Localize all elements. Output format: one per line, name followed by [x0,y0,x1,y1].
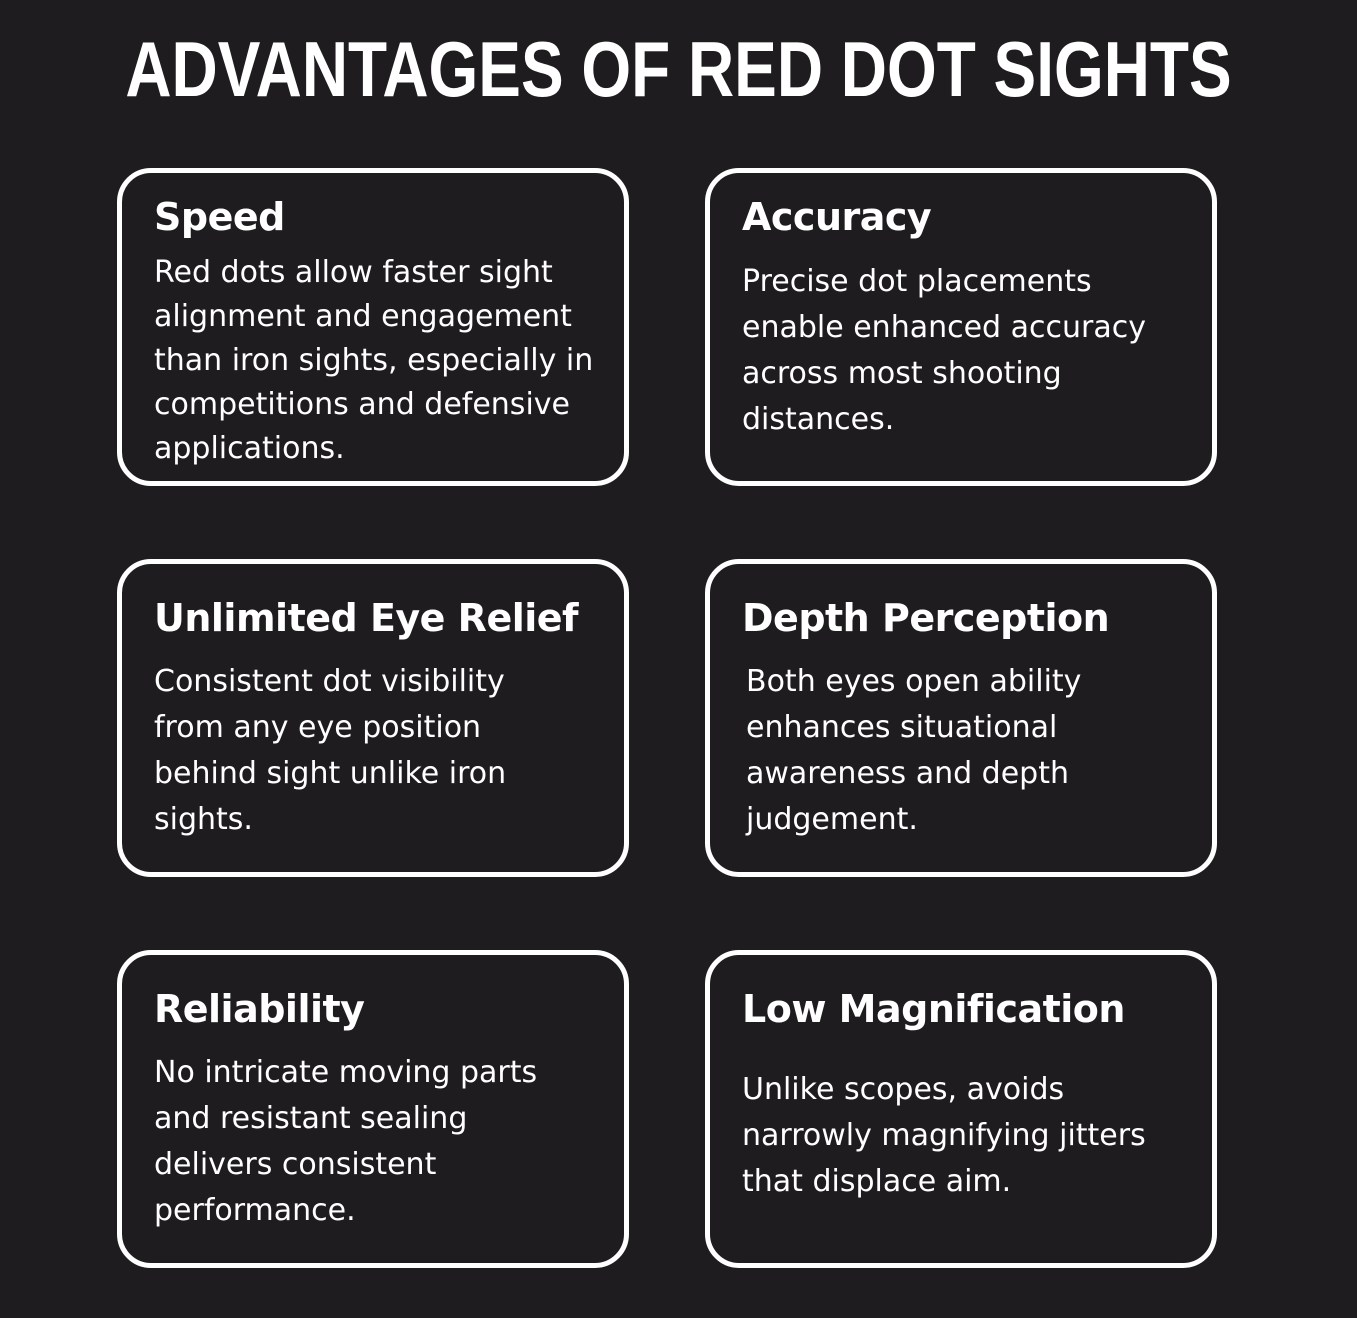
card-text: No intricate moving parts and resistant … [154,1055,538,1228]
card-text: Both eyes open ability enhances situatio… [746,664,1082,837]
card-text: Precise dot placements enable enhanced a… [742,264,1146,437]
card-heading: Speed [154,195,285,239]
card-heading: Unlimited Eye Relief [154,596,579,640]
card-heading: Accuracy [742,195,932,239]
card-speed: Speed Red dots allow faster sight alignm… [117,168,629,486]
card-heading: Depth Perception [742,596,1110,640]
card-low-magnification: Low Magnification Unlike scopes, avoids … [705,950,1217,1268]
card-text: Unlike scopes, avoids narrowly magnifyin… [742,1072,1146,1199]
card-unlimited-eye-relief: Unlimited Eye Relief Consistent dot visi… [117,559,629,877]
card-text: Red dots allow faster sight alignment an… [154,255,594,466]
page-title: ADVANTAGES OF RED DOT SIGHTS [125,25,1232,113]
card-reliability: Reliability No intricate moving parts an… [117,950,629,1268]
card-heading: Reliability [154,987,365,1031]
card-depth-perception: Depth Perception Both eyes open ability … [705,559,1217,877]
card-accuracy: Accuracy Precise dot placements enable e… [705,168,1217,486]
card-heading: Low Magnification [742,987,1125,1031]
card-text: Consistent dot visibility from any eye p… [154,664,507,837]
